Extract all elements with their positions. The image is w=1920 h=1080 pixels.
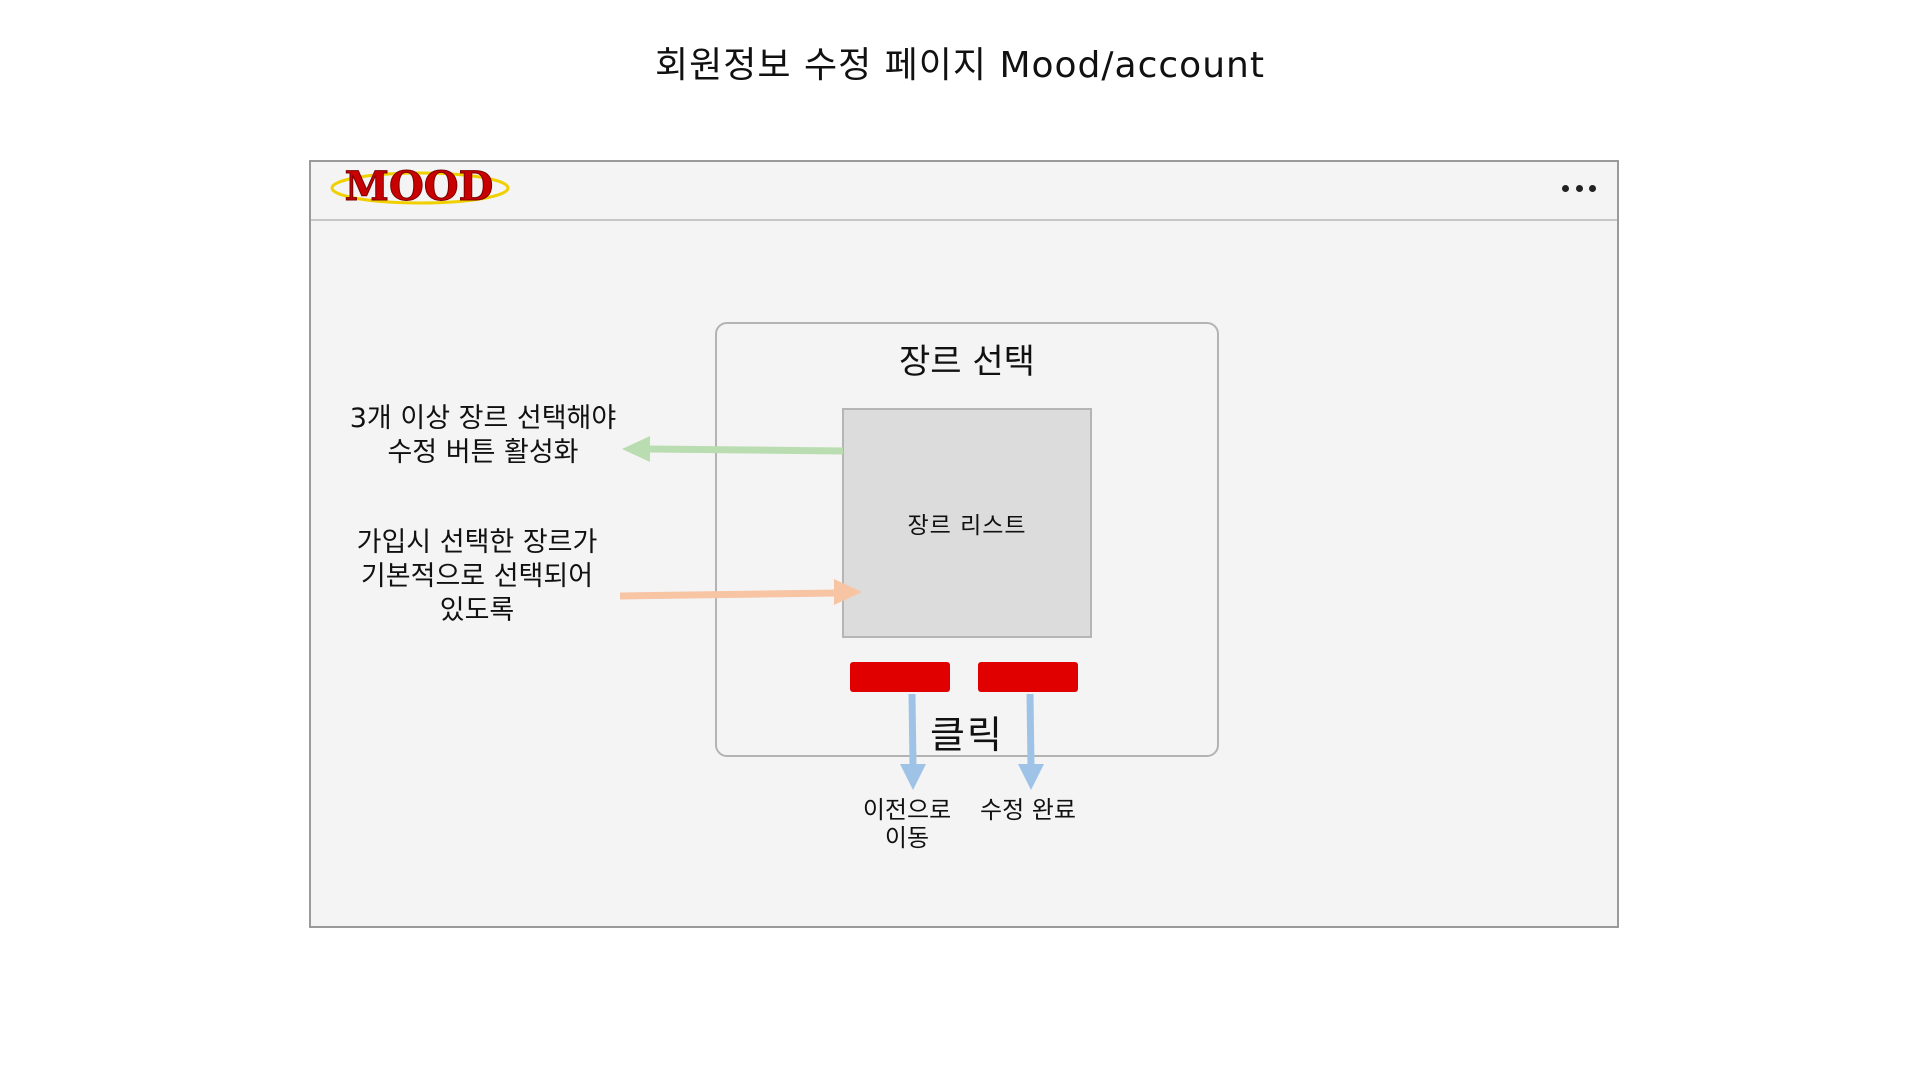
click-label: 클릭 — [930, 713, 1004, 757]
header-divider — [311, 219, 1617, 221]
min-genre-note: 3개 이상 장르 선택해야 수정 버튼 활성화 — [349, 403, 617, 468]
page-title: 회원정보 수정 페이지 Mood/account — [655, 45, 1265, 86]
genre-list-label: 장르 리스트 — [907, 513, 1027, 539]
back-button[interactable] — [850, 662, 950, 692]
back-destination-label: 이전으로 이동 — [862, 796, 952, 852]
dot — [1562, 184, 1569, 192]
panel-title: 장르 선택 — [899, 342, 1035, 382]
done-destination-label: 수정 완료 — [980, 796, 1076, 824]
genre-list[interactable]: 장르 리스트 — [842, 408, 1092, 638]
more-horizontal-icon[interactable] — [1562, 176, 1596, 200]
logo-ring — [330, 171, 510, 205]
dot — [1589, 184, 1596, 192]
mood-logo[interactable]: MOOD — [324, 164, 514, 210]
logo-text: MOOD — [345, 164, 494, 210]
default-selection-note: 가입시 선택한 장르가 기본적으로 선택되어 있도록 — [356, 527, 598, 626]
dot — [1575, 184, 1583, 192]
save-button[interactable] — [978, 662, 1078, 692]
